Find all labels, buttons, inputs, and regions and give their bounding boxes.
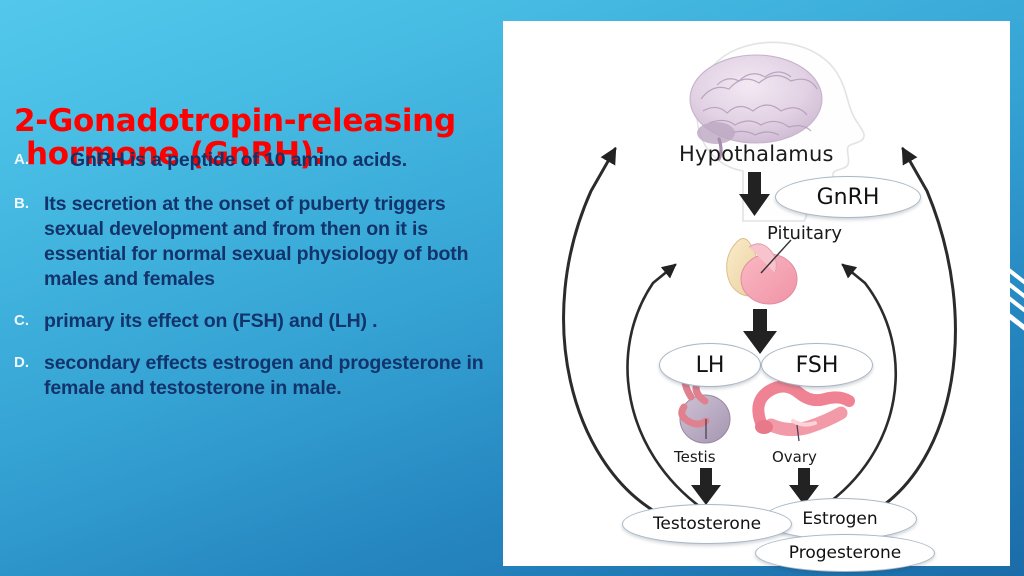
list-item-marker: D. — [14, 354, 29, 371]
hpg-axis-diagram — [562, 41, 957, 513]
arrow-pituitary-to-gonadotropins — [743, 309, 777, 354]
list-item-text: primary its effect on (FSH) and (LH) . — [44, 310, 378, 332]
list-item-text: GnRH is a peptide of 10 amino acids. — [70, 149, 408, 171]
list-item-text: secondary effects estrogen and progester… — [44, 352, 484, 399]
feedback-arc-left-inner — [626, 263, 705, 511]
diagram-panel: Hypothalamus Pituitary Testis Ovary GnRH… — [503, 21, 1010, 572]
list-item-marker: C. — [14, 312, 29, 329]
pituitary-illustration — [726, 238, 798, 305]
list-item-marker: B. — [14, 195, 29, 212]
list-item: A. GnRH is a peptide of 10 amino acids. — [0, 148, 495, 173]
label-pituitary: Pituitary — [767, 223, 843, 244]
page-title: 2-Gonadotropin-releasing hormone (GnRH): — [14, 72, 484, 204]
arrow-hypothalamus-to-pituitary — [739, 172, 770, 216]
feedback-arc-left-outer — [562, 146, 656, 513]
page-title-line-1: 2-Gonadotropin-releasing — [14, 103, 456, 139]
pill-testosterone: Testosterone — [622, 504, 792, 544]
feedback-arc-right-inner — [821, 263, 897, 509]
list-item: B. Its secretion at the onset of puberty… — [0, 192, 495, 292]
list-item: C. primary its effect on (FSH) and (LH) … — [0, 309, 495, 334]
feedback-arc-right-outer — [873, 146, 957, 513]
bullet-list: A. GnRH is a peptide of 10 amino acids. … — [0, 148, 495, 415]
ovary-illustration — [752, 380, 855, 442]
pill-lh: LH — [659, 343, 761, 387]
arrow-testis-to-testosterone — [691, 468, 721, 505]
label-ovary: Ovary — [772, 448, 817, 466]
list-item-text: Its secretion at the onset of puberty tr… — [44, 193, 469, 290]
pill-gnrh: GnRH — [775, 176, 921, 218]
page-title-line-2: hormone (GnRH): — [26, 136, 326, 172]
list-item: D. secondary effects estrogen and proges… — [0, 351, 495, 401]
pill-progesterone: Progesterone — [755, 534, 935, 572]
list-item-marker: A. — [14, 151, 29, 168]
text-column: 2-Gonadotropin-releasing hormone (GnRH):… — [0, 72, 495, 492]
label-hypothalamus: Hypothalamus — [679, 142, 834, 166]
pill-fsh: FSH — [761, 343, 873, 387]
label-testis: Testis — [674, 448, 716, 466]
pituitary-leader-line — [760, 239, 792, 274]
arrow-ovary-to-estrogen — [789, 468, 819, 505]
